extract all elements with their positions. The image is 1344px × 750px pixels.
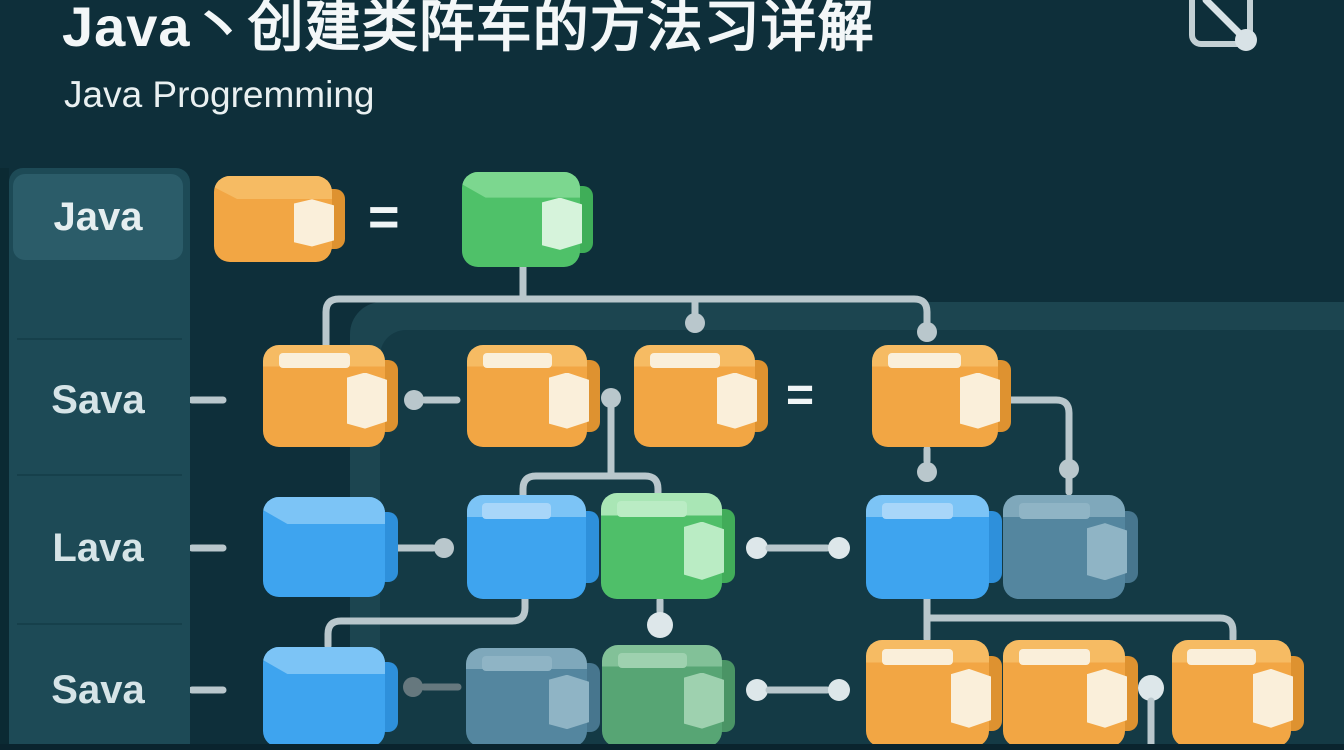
- package-node-orange: [866, 640, 1002, 747]
- package-node-blue: [866, 495, 1002, 599]
- package-node-green: [601, 493, 735, 599]
- page-subtitle: Java Progremming: [64, 74, 375, 115]
- bottom-edge-band: [0, 744, 1344, 750]
- package-node-blue: [263, 647, 398, 747]
- package-node-steel-blue: [1003, 495, 1138, 599]
- equals-operator: =: [368, 187, 400, 247]
- sidebar-item-sava-2[interactable]: Sava: [51, 667, 145, 712]
- sidebar-divider: [17, 338, 182, 340]
- package-node-orange: [1172, 640, 1304, 747]
- sidebar-item-sava-1[interactable]: Sava: [51, 377, 145, 422]
- sidebar-item-lava[interactable]: Lava: [52, 525, 144, 570]
- sidebar-item-java[interactable]: Java: [13, 174, 183, 260]
- package-node-blue: [263, 497, 398, 597]
- package-node-steel-blue: [466, 648, 600, 747]
- sidebar-edge: [0, 168, 9, 750]
- package-node-orange: [872, 345, 1011, 447]
- package-node-muted-green: [602, 645, 735, 747]
- package-node-blue: [467, 495, 599, 599]
- page-title: Java丶创建类阵车的方法习详解: [62, 0, 875, 58]
- package-node-orange: [214, 176, 345, 262]
- package-node-orange: [263, 345, 398, 447]
- package-node-orange: [634, 345, 768, 447]
- package-node-green: [462, 172, 593, 267]
- sidebar: Java Sava Lava Sava: [9, 168, 190, 750]
- package-node-orange: [467, 345, 600, 447]
- equals-operator: =: [786, 369, 815, 422]
- sidebar-divider: [17, 474, 182, 476]
- sidebar-divider: [17, 623, 182, 625]
- package-node-orange: [1003, 640, 1138, 747]
